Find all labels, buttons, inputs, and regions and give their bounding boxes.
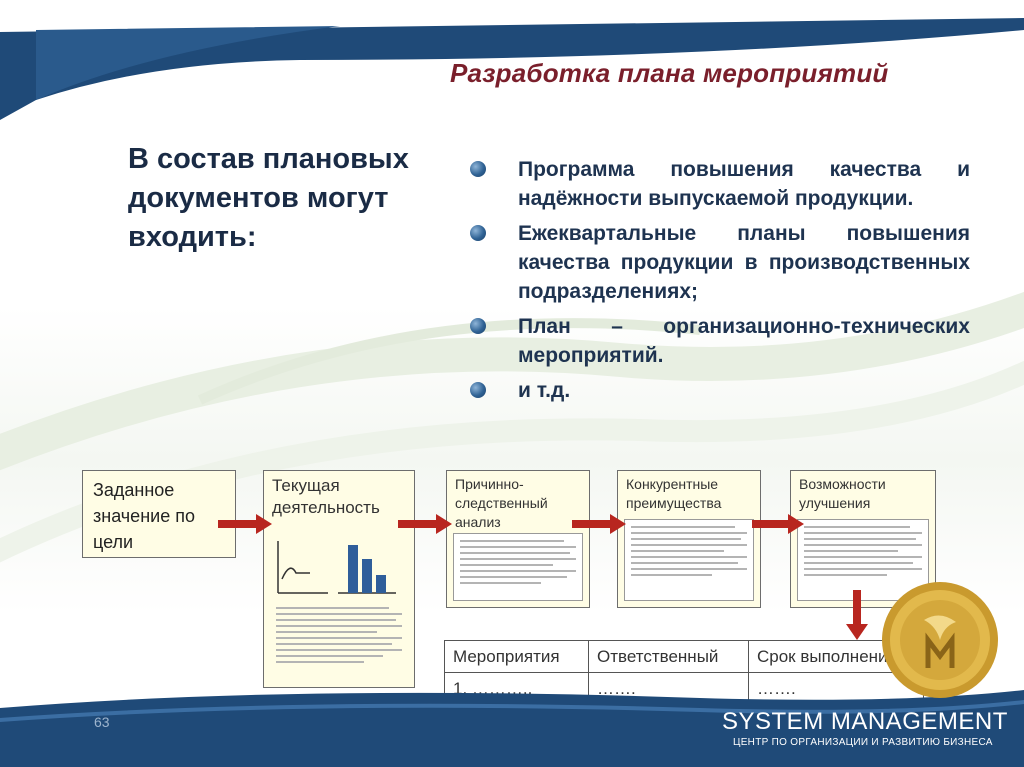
flow-box-analysis: Причинно-следственный анализ <box>446 470 590 608</box>
table-header-row: Мероприятия Ответственный Срок выполнени… <box>444 640 924 673</box>
coin-logo-icon <box>882 582 998 698</box>
lead-text: В состав плановых документов могут входи… <box>128 143 409 253</box>
arrow-down-icon <box>846 590 868 640</box>
slide-title: Разработка плана мероприятий <box>450 58 889 88</box>
text-block <box>624 519 754 601</box>
footer-band <box>0 690 1024 767</box>
bullet-item: План – организационно-технических меропр… <box>470 312 970 370</box>
bullet-dot-icon <box>470 161 486 177</box>
arrow-icon <box>218 514 272 534</box>
flow-box-advantages: Конкурентные преимущества <box>617 470 761 608</box>
arrow-icon <box>752 514 804 534</box>
page-number: 63 <box>94 714 110 730</box>
flow-box-target: Заданное значение по цели <box>82 470 236 558</box>
bullet-dot-icon <box>470 382 486 398</box>
chart-icon <box>277 541 396 594</box>
text-block <box>453 533 583 601</box>
table-header-cell: Ответственный <box>588 640 749 673</box>
bullet-item: Программа повышения качества и надёжност… <box>470 155 970 213</box>
bullet-dot-icon <box>470 318 486 334</box>
bullet-item: Ежеквартальные планы повышения качества … <box>470 219 970 306</box>
flow-box-current: Текущая деятельность <box>263 470 415 688</box>
text-block <box>797 519 929 601</box>
brand-subtitle: ЦЕНТР ПО ОРГАНИЗАЦИИ И РАЗВИТИЮ БИЗНЕСА <box>733 737 993 748</box>
flow-box-improvements: Возможности улучшения <box>790 470 936 608</box>
arrow-icon <box>398 514 452 534</box>
bullet-dot-icon <box>470 225 486 241</box>
table-header-cell: Мероприятия <box>444 640 589 673</box>
brand-name: SYSTEM MANAGEMENT <box>722 708 1008 735</box>
bullet-item: и т.д. <box>470 376 970 405</box>
text-block <box>270 601 408 681</box>
arrow-icon <box>572 514 626 534</box>
bullet-list: Программа повышения качества и надёжност… <box>470 155 970 411</box>
